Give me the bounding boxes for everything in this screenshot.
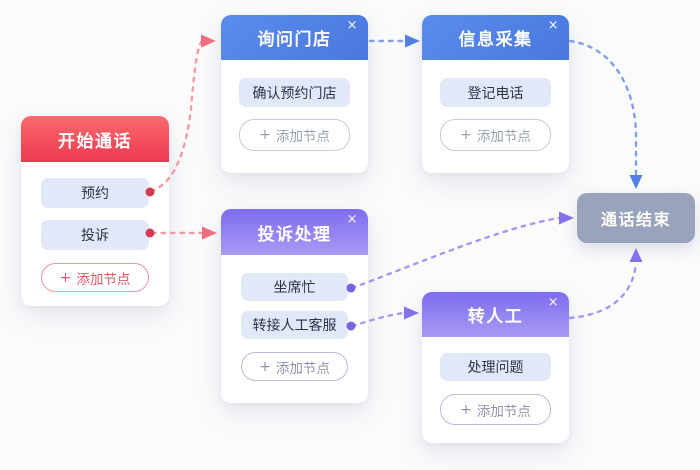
plus-icon: + — [59, 269, 72, 286]
add-node-button[interactable]: + 添加节点 — [440, 394, 551, 425]
add-node-label: 添加节点 — [76, 271, 131, 288]
plus-icon: + — [460, 127, 472, 143]
close-icon[interactable]: × — [346, 212, 359, 227]
node-title: 询问门店 — [257, 30, 332, 50]
node-item-confirm-store[interactable]: 确认预约门店 — [239, 78, 350, 107]
node-item-tousu[interactable]: 投诉 — [41, 220, 149, 250]
node-title: 转人工 — [467, 307, 524, 327]
node-item-handle-issue[interactable]: 处理问题 — [440, 353, 551, 381]
node-to-human-header[interactable]: 转人工 × — [422, 292, 569, 337]
node-collect-info-body: 登记电话 + 添加节点 — [422, 60, 569, 151]
add-node-button[interactable]: + 添加节点 — [440, 119, 551, 151]
add-node-label: 添加节点 — [275, 360, 330, 377]
close-icon[interactable]: × — [346, 18, 359, 33]
node-item-label: 处理问题 — [467, 360, 524, 376]
plus-icon: + — [259, 358, 271, 375]
plus-icon: + — [259, 127, 271, 143]
node-item-register-phone[interactable]: 登记电话 — [440, 78, 551, 107]
add-node-button[interactable]: + 添加节点 — [241, 352, 348, 381]
node-item-agent-busy[interactable]: 坐席忙 — [241, 273, 348, 301]
node-ask-store[interactable]: 询问门店 × 确认预约门店 + 添加节点 — [221, 15, 368, 173]
node-to-human[interactable]: 转人工 × 处理问题 + 添加节点 — [422, 292, 569, 443]
node-start-call[interactable]: 开始通话 预约 投诉 + 添加节点 — [21, 116, 169, 306]
node-item-transfer-agent[interactable]: 转接人工客服 — [241, 311, 348, 339]
node-call-end[interactable]: 通话结束 — [577, 193, 695, 243]
add-node-label: 添加节点 — [476, 403, 531, 420]
node-ask-store-header[interactable]: 询问门店 × — [221, 15, 368, 60]
node-complaint-header[interactable]: 投诉处理 × — [221, 209, 368, 255]
add-node-button[interactable]: + 添加节点 — [239, 119, 350, 151]
node-item-label: 确认预约门店 — [252, 85, 337, 102]
node-start-call-header[interactable]: 开始通话 — [21, 116, 169, 162]
close-icon[interactable]: × — [547, 295, 560, 310]
edge-human-to-end[interactable] — [568, 248, 643, 320]
node-title: 通话结束 — [600, 210, 671, 229]
edge-agent-busy-to-end[interactable] — [350, 211, 574, 290]
node-title: 开始通话 — [58, 131, 132, 152]
edge-collect-info-to-end[interactable] — [568, 39, 643, 189]
node-to-human-body: 处理问题 + 添加节点 — [422, 337, 569, 425]
node-title: 投诉处理 — [257, 224, 332, 245]
add-node-label: 添加节点 — [275, 129, 330, 145]
node-complaint-body: 坐席忙 转接人工客服 + 添加节点 — [221, 255, 368, 381]
node-ask-store-body: 确认预约门店 + 添加节点 — [221, 60, 368, 151]
node-item-label: 投诉 — [81, 228, 109, 244]
plus-icon: + — [460, 401, 472, 418]
node-collect-info-header[interactable]: 信息采集 × — [422, 15, 569, 60]
node-start-call-body: 预约 投诉 + 添加节点 — [21, 162, 169, 292]
node-collect-info[interactable]: 信息采集 × 登记电话 + 添加节点 — [422, 15, 569, 173]
node-item-label: 坐席忙 — [273, 280, 316, 296]
add-node-button[interactable]: + 添加节点 — [41, 263, 149, 292]
node-title: 信息采集 — [458, 30, 533, 50]
add-node-label: 添加节点 — [476, 129, 531, 145]
node-item-label: 登记电话 — [467, 85, 524, 102]
node-item-label: 预约 — [81, 186, 109, 202]
node-item-yuyue[interactable]: 预约 — [41, 178, 149, 208]
node-item-label: 转接人工客服 — [252, 318, 337, 334]
node-complaint-handling[interactable]: 投诉处理 × 坐席忙 转接人工客服 + 添加节点 — [221, 209, 368, 403]
close-icon[interactable]: × — [547, 18, 560, 33]
edge-ask-store-to-collect-info[interactable] — [368, 34, 420, 48]
